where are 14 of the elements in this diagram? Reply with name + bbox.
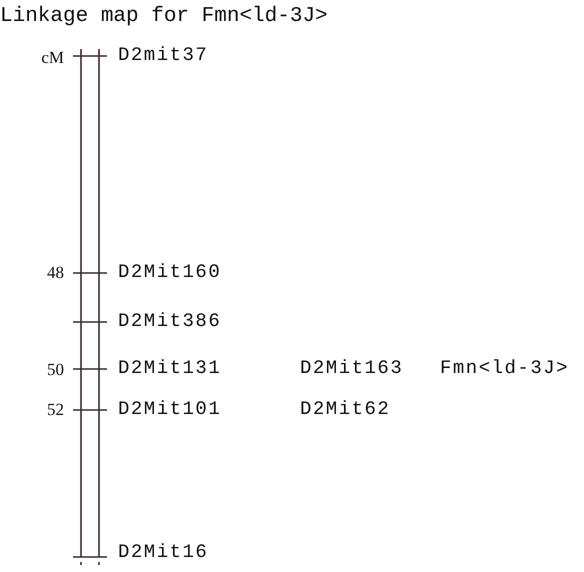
marker-name: D2Mit160 — [118, 263, 222, 282]
position-number: 52 — [46, 401, 64, 418]
position-number: 48 — [46, 264, 64, 281]
marker-name: D2mit37 — [118, 46, 208, 65]
position-number: 50 — [46, 361, 64, 378]
map-title: Linkage map for Fmn<ld-3J> — [0, 6, 328, 27]
marker-name: D2Mit131 — [118, 359, 222, 378]
marker-name: D2Mit16 — [118, 543, 208, 562]
marker-name: Fmn<ld-3J> — [440, 359, 570, 378]
marker-name: D2Mit101 — [118, 400, 222, 419]
marker-name: D2Mit163 — [300, 359, 404, 378]
marker-name: D2Mit386 — [118, 312, 222, 331]
marker-name: D2Mit62 — [300, 400, 390, 419]
unit-label: cM — [40, 49, 64, 66]
